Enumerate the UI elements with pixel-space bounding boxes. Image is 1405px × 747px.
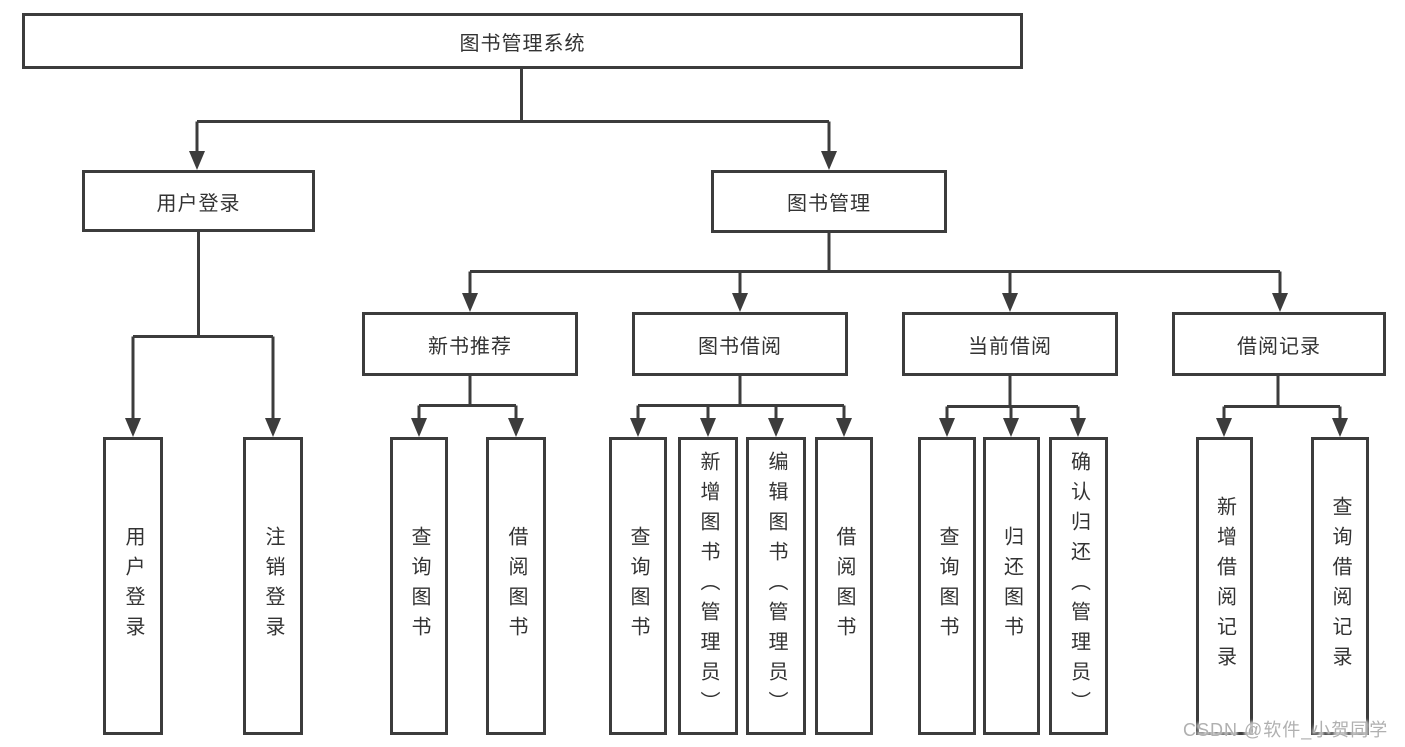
watermark: CSDN @软件_小贺同学 [1183,720,1389,740]
leaf-query-books-2-label: 查询图书 [627,526,649,646]
leaf-edit-books-admin-label: 编辑图书（管理员） [765,451,787,721]
leaf-add-borrow-record: 新增借阅记录 [1196,437,1253,735]
leaf-logout-label: 注销登录 [262,526,284,646]
leaf-query-books-3: 查询图书 [918,437,976,735]
leaf-query-borrow-record: 查询借阅记录 [1311,437,1369,735]
node-current-borrow-label: 当前借阅 [968,335,1052,358]
leaf-query-borrow-record-label: 查询借阅记录 [1329,496,1351,676]
leaf-add-books-admin-label: 新增图书（管理员） [697,451,719,721]
leaf-query-books-1-label: 查询图书 [408,526,430,646]
connector-borrow-records-to-leaves [1216,376,1348,437]
node-borrow-records-label: 借阅记录 [1237,335,1321,358]
leaf-return-books: 归还图书 [983,437,1040,735]
leaf-query-books-1: 查询图书 [390,437,448,735]
node-borrow-records: 借阅记录 [1172,312,1386,376]
leaf-query-books-2: 查询图书 [609,437,667,735]
connector-new-books-to-leaves [411,376,524,437]
node-user-login: 用户登录 [82,170,315,232]
leaf-return-books-label: 归还图书 [1000,526,1023,646]
node-book-mgmt: 图书管理 [711,170,947,233]
node-book-mgmt-label: 图书管理 [787,193,871,215]
node-book-borrow: 图书借阅 [632,312,848,376]
leaf-query-books-3-label: 查询图书 [936,526,958,646]
connector-book-mgmt-to-level3 [462,233,1288,312]
connector-root-to-level2 [189,69,837,170]
node-root-label: 图书管理系统 [459,32,586,55]
leaf-add-books-admin: 新增图书（管理员） [678,437,738,735]
leaf-confirm-return-admin: 确认归还（管理员） [1049,437,1108,735]
node-book-borrow-label: 图书借阅 [698,335,782,358]
leaf-borrow-books-1-label: 借阅图书 [505,526,527,646]
leaf-borrow-books-2-label: 借阅图书 [833,526,855,646]
node-new-books: 新书推荐 [362,312,578,376]
leaf-logout: 注销登录 [243,437,303,735]
leaf-confirm-return-admin-label: 确认归还（管理员） [1067,451,1090,721]
node-user-login-label: 用户登录 [156,192,241,215]
connector-user-login-to-leaves [125,232,281,437]
connector-current-borrow-to-leaves [939,376,1086,437]
connector-book-borrow-to-leaves [630,376,852,437]
leaf-user-login-label: 用户登录 [122,526,144,646]
leaf-user-login: 用户登录 [103,437,163,735]
leaf-add-borrow-record-label: 新增借阅记录 [1213,496,1236,676]
leaf-borrow-books-2: 借阅图书 [815,437,873,735]
leaf-borrow-books-1: 借阅图书 [486,437,546,735]
node-current-borrow: 当前借阅 [902,312,1118,376]
node-new-books-label: 新书推荐 [428,335,512,358]
node-root: 图书管理系统 [22,13,1023,69]
leaf-edit-books-admin: 编辑图书（管理员） [746,437,806,735]
